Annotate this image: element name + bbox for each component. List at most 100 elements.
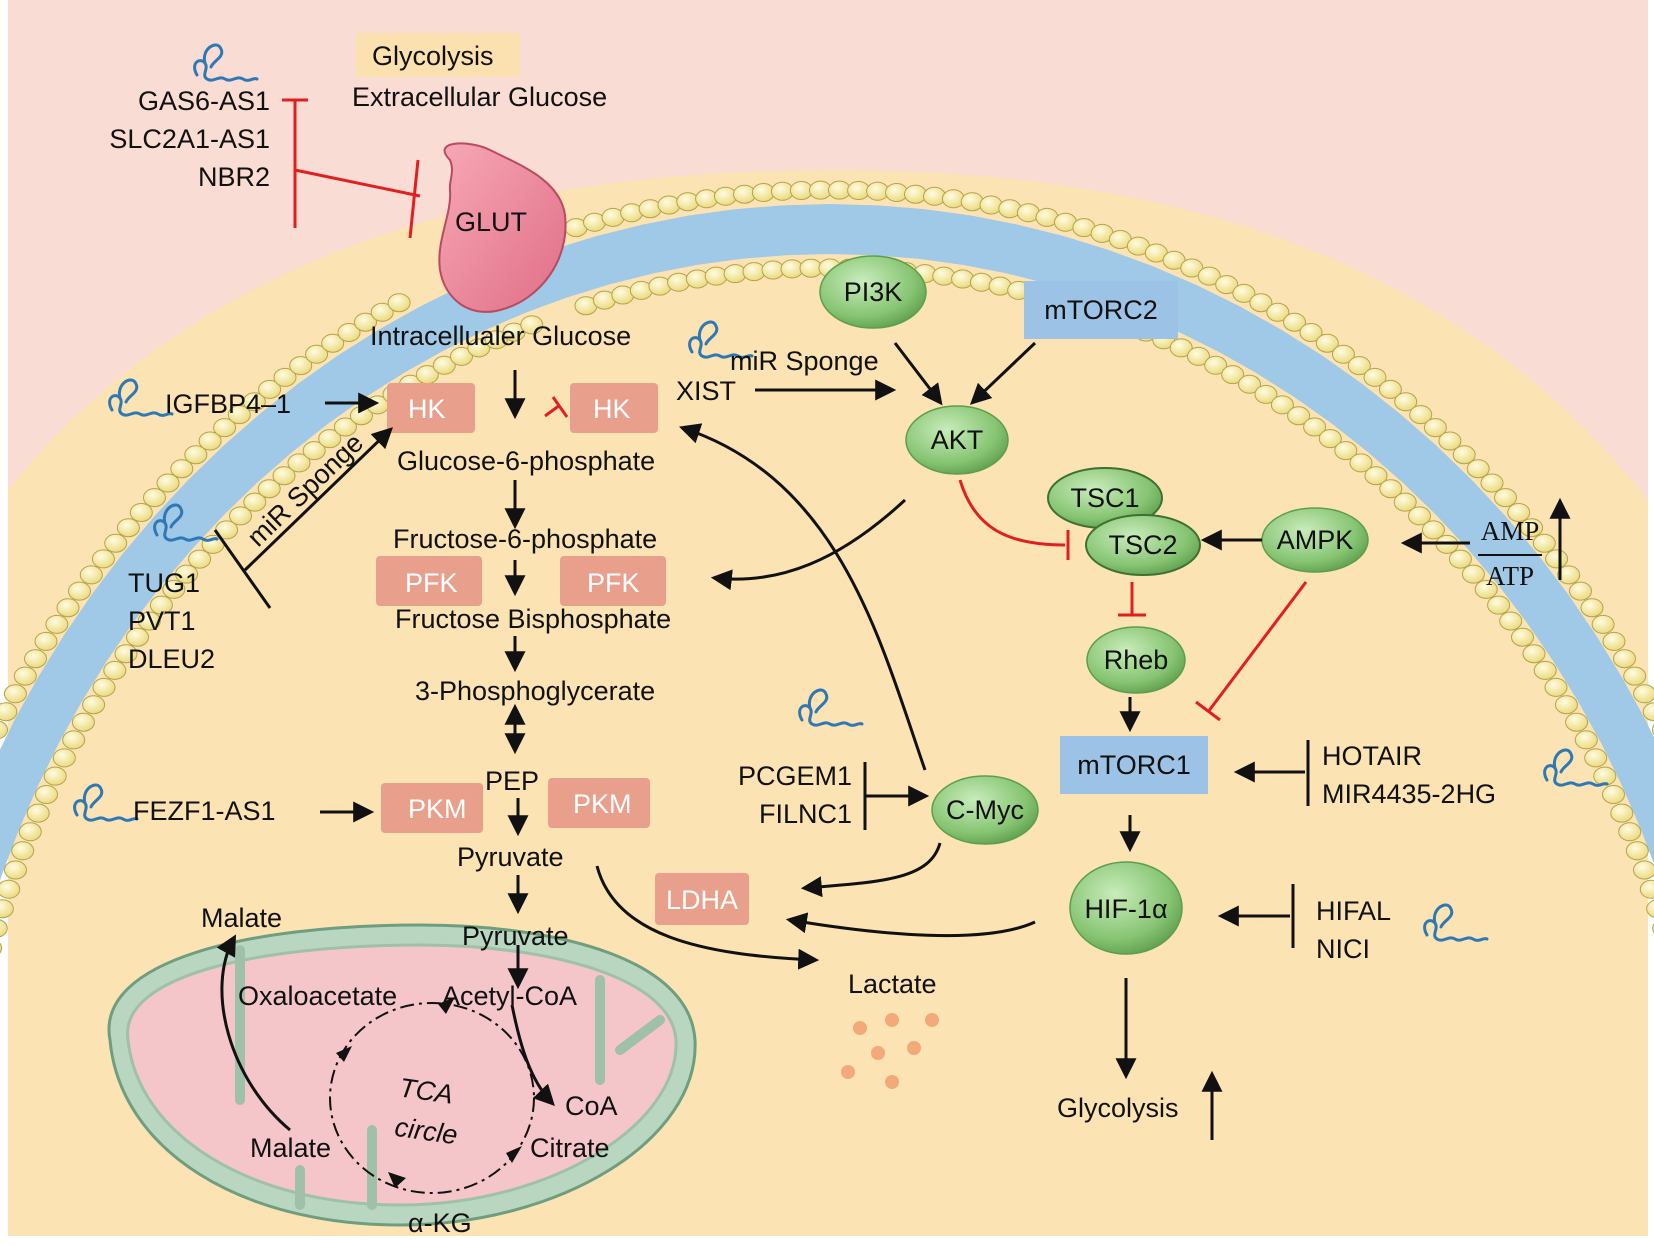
extracellular-glucose-label: Extracellular Glucose bbox=[352, 82, 607, 112]
tsc1-label: TSC1 bbox=[1070, 483, 1139, 513]
lipid-head bbox=[1624, 667, 1646, 685]
ldha-label: LDHA bbox=[666, 885, 738, 915]
lipid-head bbox=[0, 880, 20, 898]
lipid-head bbox=[1581, 599, 1603, 617]
malate-in-label: Malate bbox=[250, 1133, 331, 1163]
lnc-pcgem1: PCGEM1 bbox=[738, 761, 852, 791]
akt-label: AKT bbox=[931, 425, 984, 455]
lipid-head bbox=[1634, 685, 1654, 703]
hif1a-label: HIF-1α bbox=[1084, 894, 1167, 924]
lipid-head bbox=[1488, 596, 1510, 614]
lipid-head bbox=[14, 667, 36, 685]
akg-label: α-KG bbox=[408, 1208, 472, 1238]
lipid-head bbox=[69, 582, 91, 600]
lipid-head bbox=[961, 193, 983, 211]
lnc-nbr2: NBR2 bbox=[198, 162, 270, 192]
f6p-label: Fructose-6-phosphate bbox=[393, 524, 657, 554]
lipid-head bbox=[1512, 628, 1534, 646]
lnc-mir4435: MIR4435-2HG bbox=[1322, 779, 1496, 809]
pi3k-label: PI3K bbox=[844, 277, 903, 307]
mtorc1-label: mTORC1 bbox=[1077, 750, 1191, 780]
lipid-head bbox=[686, 270, 708, 288]
lipid-head bbox=[1603, 632, 1625, 650]
lipid-head bbox=[25, 650, 47, 668]
amp-label: AMP bbox=[1481, 516, 1540, 546]
rheb-label: Rheb bbox=[1104, 645, 1169, 675]
hk-label-right: HK bbox=[593, 394, 631, 424]
lipid-head bbox=[1614, 650, 1636, 668]
lnc-igfbp4-1: IGFBP4–1 bbox=[165, 389, 291, 419]
lipid-head bbox=[942, 190, 964, 208]
lipid-head bbox=[1611, 804, 1633, 822]
lipid-head bbox=[905, 185, 927, 203]
hk-label-left: HK bbox=[408, 394, 446, 424]
lipid-head bbox=[117, 519, 139, 537]
lipid-head bbox=[1495, 489, 1517, 507]
title-glycolysis: Glycolysis bbox=[372, 41, 494, 71]
lipid-head bbox=[72, 713, 94, 731]
lipid-head bbox=[1546, 550, 1568, 568]
lipid-head bbox=[1422, 521, 1444, 539]
ampk-label: AMPK bbox=[1277, 525, 1354, 555]
lipid-head bbox=[105, 534, 127, 552]
lnc-tug1: TUG1 bbox=[128, 568, 200, 598]
lipid-head bbox=[1575, 731, 1597, 749]
lnc-fezf1-as1: FEZF1-AS1 bbox=[133, 796, 276, 826]
lipid-head bbox=[1500, 612, 1522, 630]
lipid-head bbox=[0, 703, 17, 721]
lipid-head bbox=[1603, 786, 1625, 804]
3pg-label: 3-Phosphoglycerate bbox=[415, 676, 655, 706]
lnc-nici: NICI bbox=[1316, 934, 1370, 964]
lipid-head bbox=[1462, 565, 1484, 583]
cmyc-label: C-Myc bbox=[946, 795, 1024, 825]
lipid-head bbox=[668, 273, 690, 291]
lipid-head bbox=[4, 685, 26, 703]
lipid-head bbox=[53, 749, 75, 767]
lnc-pvt1: PVT1 bbox=[128, 606, 196, 636]
tsc2-label: TSC2 bbox=[1108, 530, 1177, 560]
lipid-head bbox=[388, 294, 410, 312]
glycolysis-output-label: Glycolysis bbox=[1057, 1093, 1179, 1123]
lipid-head bbox=[1619, 823, 1641, 841]
lipid-head bbox=[189, 550, 211, 568]
lactate-label: Lactate bbox=[848, 969, 937, 999]
mir-sponge-xist: miR Sponge bbox=[730, 346, 879, 376]
lipid-head bbox=[658, 196, 680, 214]
lipid-head bbox=[705, 267, 727, 285]
fbp-label: Fructose Bisphosphate bbox=[395, 604, 671, 634]
lipid-head bbox=[1570, 582, 1592, 600]
lnc-filnc1: FILNC1 bbox=[759, 799, 852, 829]
lnc-dleu2: DLEU2 bbox=[128, 644, 215, 674]
lipid-head bbox=[1545, 678, 1567, 696]
lipid-head bbox=[924, 187, 946, 205]
atp-label: ATP bbox=[1486, 561, 1534, 591]
lnc-xist: XIST bbox=[676, 376, 736, 406]
g6p-label: Glucose-6-phosphate bbox=[397, 446, 655, 476]
lipid-head bbox=[1534, 661, 1556, 679]
lipid-head bbox=[12, 842, 34, 860]
pkm-label-left: PKM bbox=[408, 794, 467, 824]
lipid-head bbox=[1481, 474, 1503, 492]
lipid-head bbox=[1585, 749, 1607, 767]
lipid-head bbox=[933, 267, 955, 285]
pyruvate-label: Pyruvate bbox=[457, 842, 564, 872]
lipid-head bbox=[1626, 842, 1648, 860]
lipid-head bbox=[19, 823, 41, 841]
lipid-head bbox=[0, 919, 7, 937]
lipid-head bbox=[130, 504, 152, 522]
citrate-label: Citrate bbox=[530, 1133, 610, 1163]
lipid-head bbox=[57, 599, 79, 617]
lnc-gas6-as1: GAS6-AS1 bbox=[138, 86, 270, 116]
lnc-hifal: HIFAL bbox=[1316, 896, 1391, 926]
lipid-head bbox=[5, 861, 27, 879]
pkm-label-right: PKM bbox=[573, 789, 632, 819]
lipid-head bbox=[1449, 550, 1471, 568]
lipid-head bbox=[677, 193, 699, 211]
lipid-head bbox=[1592, 615, 1614, 633]
lipid-head bbox=[83, 696, 105, 714]
lipid-head bbox=[1523, 645, 1545, 663]
lipid-head bbox=[980, 196, 1002, 214]
lipid-head bbox=[44, 767, 66, 785]
lipid-head bbox=[80, 566, 102, 584]
lipid-head bbox=[952, 270, 974, 288]
